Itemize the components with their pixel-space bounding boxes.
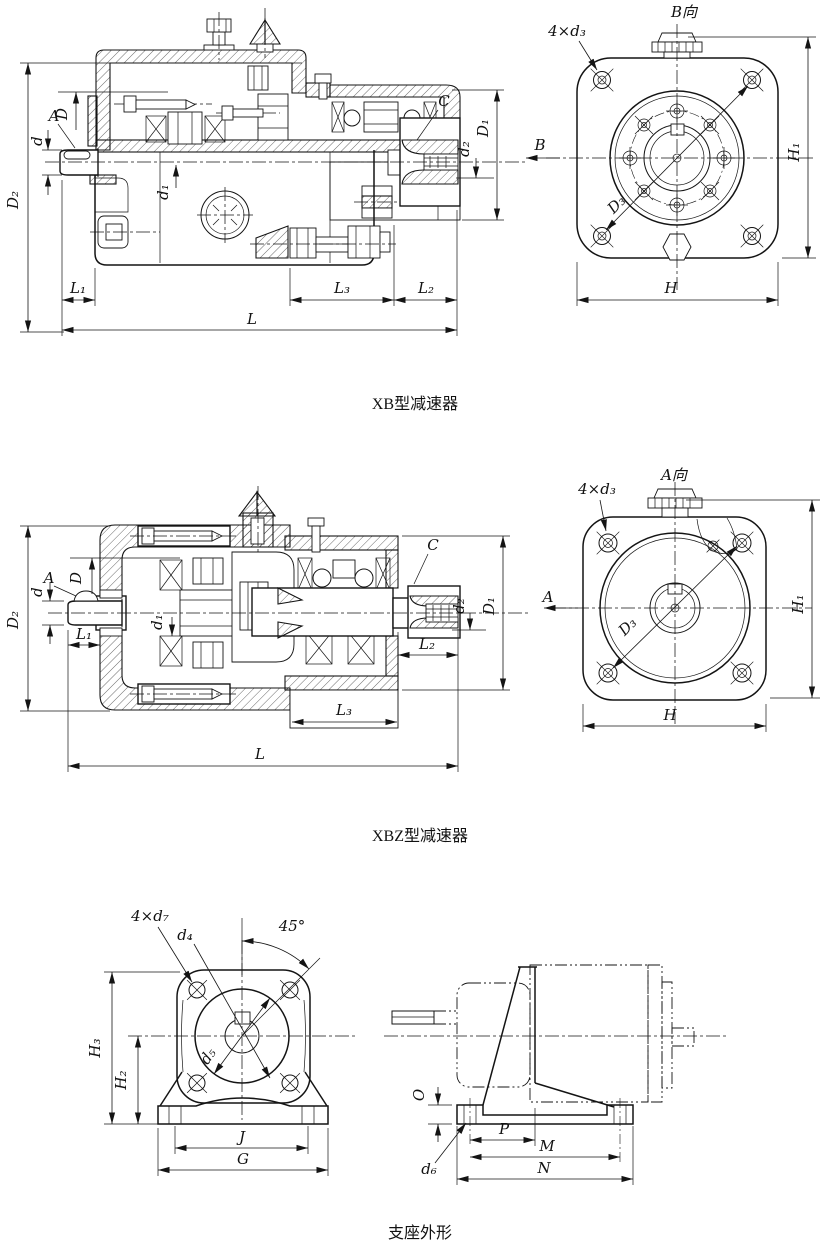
label-4xd3: 4×d₃: [577, 480, 616, 498]
xb-section: [45, 8, 528, 266]
label-d: d: [28, 587, 46, 597]
label-L1: L₁: [75, 625, 92, 643]
small-hole: [706, 539, 720, 553]
label-H2: H₂: [112, 1070, 130, 1090]
label-H1: H₁: [789, 594, 807, 614]
keyway: [670, 123, 685, 136]
label-M: M: [538, 1137, 555, 1155]
label-L3: L₃: [335, 701, 352, 719]
input-key: [63, 150, 91, 160]
oil-sight-glass: [197, 187, 253, 243]
xbz-end-view: D₃ A A向 4×d₃ H₁ H: [541, 466, 820, 732]
base-foot: [157, 1097, 329, 1125]
label-L2: L₂: [417, 279, 434, 297]
base-foot: [456, 1104, 634, 1125]
lower-bearing-detail: [354, 185, 404, 219]
hex-oil-plug: [662, 233, 692, 261]
label-view-direction-B: B: [533, 136, 545, 154]
top-bolt: [203, 12, 235, 60]
input-shaft-stub: [391, 1010, 435, 1025]
label-C: C: [438, 92, 450, 110]
label-L: L: [254, 745, 265, 763]
label-d2: d₂: [450, 598, 468, 614]
label-P: P: [498, 1120, 510, 1138]
label-H: H: [663, 279, 678, 297]
xb-end-view: D₃ B B向 4×d₃ H₁ H: [526, 3, 816, 306]
xbz-dimensions: D₂ d A D L₁ d₁ C d₂ D₁ L₂ L₃ L: [4, 525, 510, 772]
label-d5: d₅: [196, 1045, 220, 1068]
corner-mount-holes: [186, 979, 301, 1094]
xb-dimensions: D₂ d D A d₁ C d₂ D₁ L₁ L₃ L₂ L: [4, 62, 504, 336]
cast-boss: [696, 517, 738, 554]
label-D3: D₃: [614, 614, 640, 640]
label-C: C: [427, 536, 439, 554]
label-H3: H₃: [86, 1038, 104, 1058]
side-plug: [90, 215, 160, 249]
label-L1: L₁: [69, 279, 86, 297]
reducer-phantom-front: [456, 982, 531, 1088]
label-D2: D₂: [4, 611, 22, 630]
drain-plug: [250, 225, 396, 259]
bracket-front-view: 45° d₄ d₅ 4×d₇ H₃ H₂ J G: [86, 907, 358, 1176]
gear-train: [114, 65, 437, 145]
output-shaft-large: [251, 587, 394, 637]
output-coupling: [407, 585, 461, 639]
label-D1: D₁: [480, 597, 498, 616]
label-L: L: [246, 310, 257, 328]
caption-xbz: XBZ型减速器: [372, 827, 468, 845]
label-D2: D₂: [4, 191, 22, 210]
caption-xb: XB型减速器: [372, 395, 458, 413]
label-d1: d₁: [148, 614, 166, 630]
label-O: O: [410, 1089, 428, 1101]
label-D: D: [67, 572, 85, 585]
label-d4: d₄: [177, 926, 193, 944]
label-L3: L₃: [333, 279, 350, 297]
label-4xd7: 4×d₇: [130, 907, 169, 925]
keyway: [234, 1011, 251, 1025]
small-top-bolt: [307, 517, 325, 553]
planet-carrier: [130, 525, 237, 705]
label-J: J: [236, 1128, 246, 1146]
label-d: d: [28, 136, 46, 146]
label-angle-45: 45°: [278, 917, 306, 935]
label-view-direction-A: A: [541, 588, 554, 606]
input-key: [73, 590, 99, 602]
caption-bracket: 支座外形: [388, 1224, 452, 1242]
wing-bolt: [237, 486, 277, 566]
label-D: D: [53, 108, 71, 121]
label-d2: d₂: [455, 141, 473, 157]
xbz-section: [48, 486, 530, 729]
label-N: N: [536, 1159, 551, 1177]
reducer-phantom-body: [529, 964, 649, 1103]
label-H1: H₁: [785, 142, 803, 162]
conical-washer-bolt: [249, 8, 281, 58]
view-title-B: B向: [670, 3, 699, 21]
label-D1: D₁: [474, 119, 492, 138]
label-D3: D₃: [603, 192, 629, 218]
label-G: G: [237, 1150, 249, 1168]
label-4xd3: 4×d₃: [547, 22, 586, 40]
label-d1: d₁: [154, 184, 172, 200]
label-H: H: [662, 706, 677, 724]
bracket-side-view: O d₆ P M N: [384, 964, 726, 1185]
label-d6: d₆: [421, 1160, 437, 1178]
label-A: A: [47, 107, 60, 125]
label-A: A: [42, 569, 55, 587]
label-L2: L₂: [418, 635, 435, 653]
view-title-A: A向: [659, 466, 689, 484]
